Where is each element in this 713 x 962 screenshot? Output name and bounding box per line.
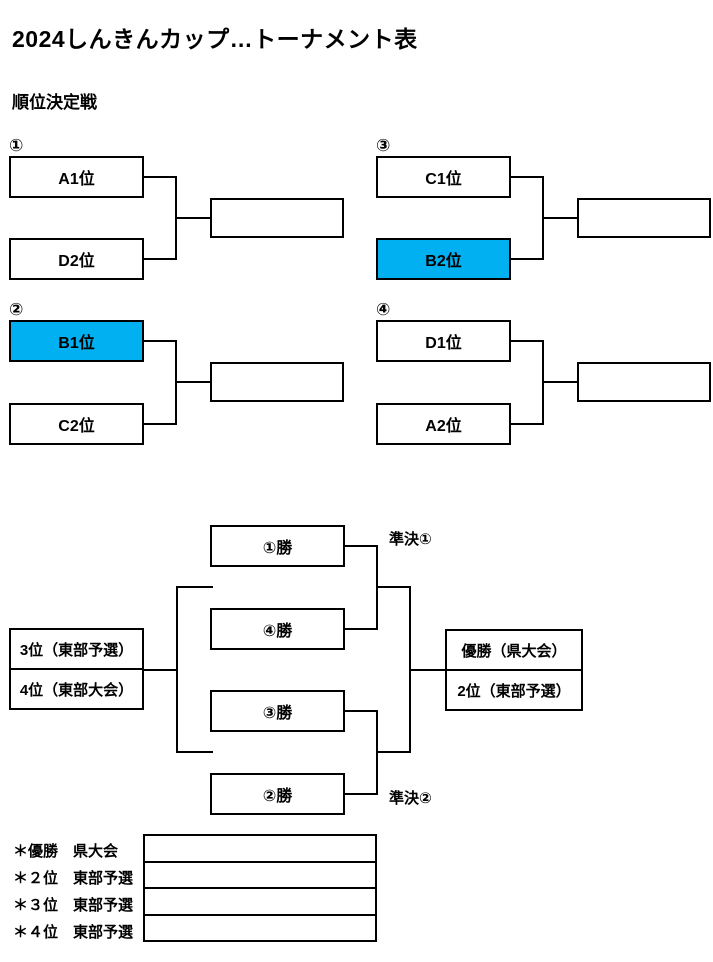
connector-line [345,628,378,630]
legend-value-row-fourth [145,913,375,941]
qualifier-4-bottom-team-box: A2位 [376,403,511,445]
qualifier-4-winner-box [577,362,711,402]
qualifier-1-bottom-team-box: D2位 [9,238,144,280]
connector-line [176,751,213,753]
qualifier-2-winner-box [210,362,344,402]
qualifier-3-top-team-box: C1位 [376,156,511,198]
connector-line [144,340,177,342]
connector-line [409,669,445,671]
page-title: 2024しんきんカップ…トーナメント表 [12,26,418,52]
qualifier-4-top-team-box: D1位 [376,320,511,362]
champion-row: 優勝（県大会） [461,642,567,660]
connector-line [176,586,178,753]
legend-label-champion: ＊優勝 県大会 [13,843,119,860]
connector-line [376,586,411,588]
runner-up-row: 2位（東部予選） [447,669,581,709]
section-title-ranking-matches: 順位決定戦 [12,93,97,112]
connector-line [345,545,378,547]
qualifier-4-number: ④ [376,300,391,319]
qualifier-2-number: ② [9,300,24,319]
legend-value-row-third [145,887,375,914]
connector-line [376,751,411,753]
legend-label-fourth: ＊４位 東部予選 [13,924,134,941]
connector-line [345,710,378,712]
connector-line [144,176,177,178]
qualifier-3-winner-box [577,198,711,238]
connector-line [511,423,544,425]
semifinal-2-bottom-slot: ②勝 [210,773,345,815]
connector-line [511,340,544,342]
connector-line [175,217,210,219]
semifinal-2-top-slot: ③勝 [210,690,345,732]
connector-line [511,176,544,178]
semifinal-1-label: 準決① [389,531,432,548]
qualifier-2-top-team-box: B1位 [9,320,144,362]
qualifier-1-number: ① [9,136,24,155]
qualifier-1-top-team-box: A1位 [9,156,144,198]
connector-line [144,423,177,425]
legend-label-third: ＊３位 東部予選 [13,897,134,914]
semifinal-1-bottom-slot: ④勝 [210,608,345,650]
semifinal-2-label: 準決② [389,790,432,807]
legend-value-row-champion [145,836,375,861]
third-place-box: 3位（東部予選） 4位（東部大会） [9,628,144,710]
connector-line [144,669,178,671]
semifinal-1-top-slot: ①勝 [210,525,345,567]
final-result-box: 優勝（県大会） 2位（東部予選） [445,629,583,711]
connector-line [345,793,378,795]
third-place-top-row: 3位（東部予選） [19,641,134,659]
qualifier-1-winner-box [210,198,344,238]
legend-value-row-second [145,860,375,888]
connector-line [511,258,544,260]
qualifier-2-bottom-team-box: C2位 [9,403,144,445]
connector-line [542,381,577,383]
legend-label-second: ＊２位 東部予選 [13,870,134,887]
qualifier-3-bottom-team-box: B2位 [376,238,511,280]
third-place-bottom-row: 4位（東部大会） [11,668,142,708]
qualifier-3-number: ③ [376,136,391,155]
connector-line [175,381,210,383]
legend-table [143,834,377,942]
connector-line [176,586,213,588]
connector-line [144,258,177,260]
connector-line [542,217,577,219]
